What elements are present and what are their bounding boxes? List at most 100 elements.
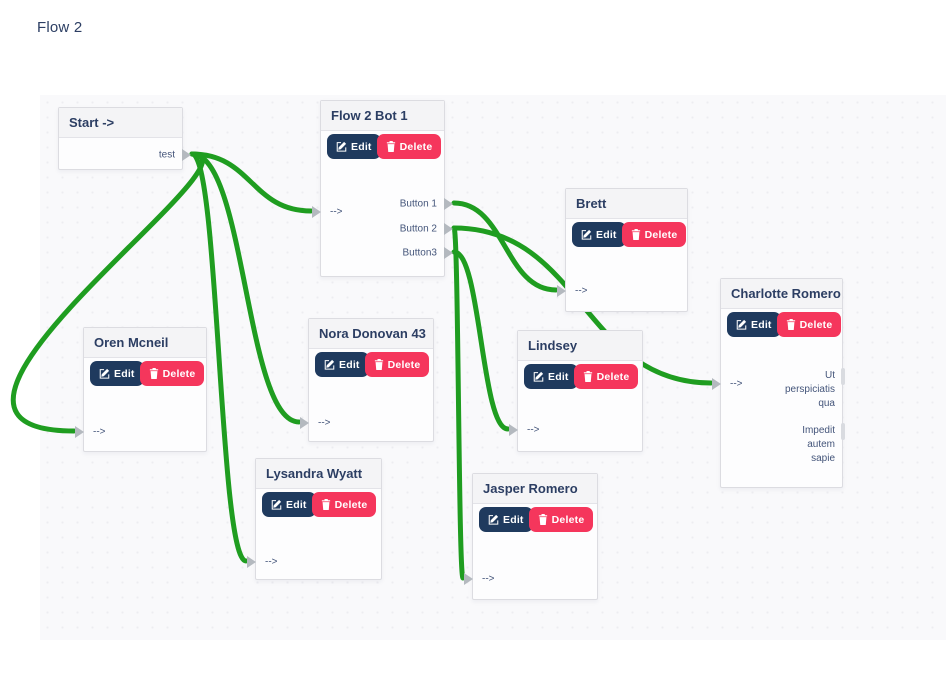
node-brett[interactable]: Brett Edit Delete -->	[557, 188, 688, 312]
flow-topbar	[40, 28, 885, 95]
delete-button-label: Delete	[596, 370, 630, 383]
edit-button[interactable]: Edit	[90, 361, 144, 386]
delete-button[interactable]: Delete	[311, 492, 377, 517]
delete-button-label: Delete	[551, 513, 585, 526]
edit-icon	[736, 319, 747, 330]
output-label-2: Button3	[402, 247, 437, 259]
input-port-0[interactable]	[300, 417, 309, 429]
node-title: Lysandra Wyatt	[256, 459, 381, 489]
edit-button[interactable]: Edit	[727, 312, 781, 337]
node-title: Oren Mcneil	[84, 328, 206, 358]
trash-icon	[149, 368, 159, 379]
output-label-1: Impedit autem sapie	[802, 425, 835, 464]
edit-button[interactable]: Edit	[572, 222, 626, 247]
input-label-0: -->	[330, 206, 343, 218]
edit-button-label: Edit	[286, 498, 307, 511]
output-port-0[interactable]	[841, 368, 845, 385]
output-port-0[interactable]	[444, 198, 453, 210]
edit-icon	[581, 229, 592, 240]
node-lysandra-wyatt[interactable]: Lysandra Wyatt Edit Delete -->	[247, 458, 382, 580]
trash-icon	[631, 229, 641, 240]
trash-icon	[786, 319, 796, 330]
trash-icon	[386, 141, 396, 152]
edit-icon	[271, 499, 282, 510]
delete-button[interactable]: Delete	[364, 352, 430, 377]
input-port-0[interactable]	[312, 206, 321, 218]
node-actions: Edit Delete	[524, 364, 639, 389]
delete-button-label: Delete	[644, 228, 678, 241]
output-label-1: Button 2	[399, 223, 437, 235]
edit-button[interactable]: Edit	[315, 352, 369, 377]
node-actions: Edit Delete	[572, 222, 687, 247]
edit-icon	[488, 514, 499, 525]
delete-button[interactable]: Delete	[573, 364, 639, 389]
node-jasper-romero[interactable]: Jasper Romero Edit Delete -->	[464, 473, 598, 600]
node-actions: Edit Delete	[327, 134, 442, 159]
connection-start-0-to-lysandra-wyatt-0[interactable]	[189, 151, 249, 564]
node-actions: Edit Delete	[727, 312, 842, 337]
connection-flow-2-bot-1-1-to-jasper-romero-0[interactable]	[451, 225, 466, 581]
input-port-0[interactable]	[247, 556, 256, 568]
node-title: Flow 2 Bot 1	[321, 101, 444, 131]
delete-button[interactable]: Delete	[376, 134, 442, 159]
delete-button[interactable]: Delete	[621, 222, 687, 247]
node-actions: Edit Delete	[315, 352, 430, 377]
input-port-0[interactable]	[75, 426, 84, 438]
edit-button[interactable]: Edit	[524, 364, 578, 389]
node-actions: Edit Delete	[479, 507, 594, 532]
output-label-0: Button 1	[399, 198, 437, 210]
node-title: Start ->	[59, 108, 182, 138]
node-title: Brett	[566, 189, 687, 219]
input-port-0[interactable]	[509, 424, 518, 436]
edit-button-label: Edit	[548, 370, 569, 383]
input-label-0: -->	[575, 285, 588, 297]
connection-flow-2-bot-1-2-to-lindsey-0[interactable]	[451, 249, 511, 432]
edit-button-label: Edit	[114, 367, 135, 380]
trash-icon	[583, 371, 593, 382]
edit-button-label: Edit	[596, 228, 617, 241]
node-title: Charlotte Romero	[721, 279, 842, 309]
delete-button-label: Delete	[387, 358, 421, 371]
connection-start-0-to-flow-2-bot-1-0[interactable]	[189, 151, 314, 214]
edit-button[interactable]: Edit	[262, 492, 316, 517]
connection-start-0-to-nora-donovan-43-0[interactable]	[189, 151, 302, 425]
page-title: Flow 2	[37, 19, 83, 36]
output-label-0: Ut perspiciatis qua	[784, 370, 835, 409]
node-lindsey[interactable]: Lindsey Edit Delete -->	[509, 330, 643, 452]
delete-button[interactable]: Delete	[776, 312, 842, 337]
edit-button[interactable]: Edit	[327, 134, 381, 159]
edit-icon	[324, 359, 335, 370]
node-oren-mcneil[interactable]: Oren Mcneil Edit Delete -->	[75, 327, 207, 452]
node-start[interactable]: Start -> test	[58, 107, 191, 170]
delete-button[interactable]: Delete	[139, 361, 205, 386]
trash-icon	[538, 514, 548, 525]
output-label-0: test	[158, 149, 175, 161]
input-port-0[interactable]	[557, 285, 566, 297]
output-port-2[interactable]	[444, 247, 453, 259]
input-label-0: -->	[318, 417, 331, 429]
input-label-0: -->	[265, 556, 278, 568]
input-label-0: -->	[730, 378, 743, 390]
node-flow-2-bot-1[interactable]: Flow 2 Bot 1 Edit Delete --> Button 1 Butt…	[312, 100, 453, 277]
edit-button[interactable]: Edit	[479, 507, 533, 532]
input-port-0[interactable]	[464, 573, 473, 585]
output-port-0[interactable]	[182, 149, 191, 161]
input-port-0[interactable]	[712, 378, 721, 390]
trash-icon	[374, 359, 384, 370]
node-actions: Edit Delete	[262, 492, 377, 517]
trash-icon	[321, 499, 331, 510]
output-port-1[interactable]	[841, 423, 845, 440]
edit-button-label: Edit	[503, 513, 524, 526]
node-charlotte-romero[interactable]: Charlotte Romero Edit Delete --> Ut persp…	[712, 278, 845, 488]
input-label-0: -->	[93, 426, 106, 438]
output-port-1[interactable]	[444, 223, 453, 235]
delete-button[interactable]: Delete	[528, 507, 594, 532]
node-nora-donovan-43[interactable]: Nora Donovan 43 Edit Delete -->	[300, 318, 434, 442]
connection-flow-2-bot-1-0-to-brett-0[interactable]	[451, 200, 559, 293]
input-label-0: -->	[482, 573, 495, 585]
edit-icon	[336, 141, 347, 152]
node-title: Nora Donovan 43	[309, 319, 433, 349]
edit-button-label: Edit	[339, 358, 360, 371]
